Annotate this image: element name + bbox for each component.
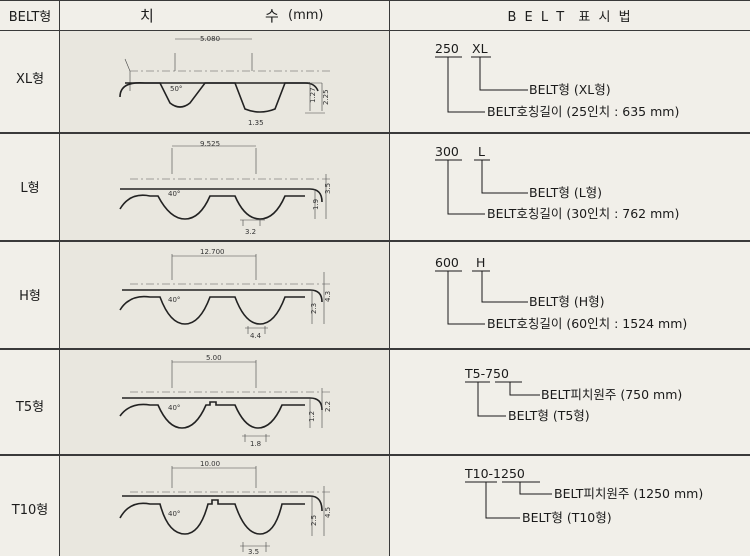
grid-col2: [389, 0, 390, 556]
dim-width-t5: 1.8: [250, 440, 261, 448]
header-dim-char1: 치: [140, 6, 154, 25]
dim-depth-xl: 1.27: [309, 87, 317, 103]
notation-t5: T5-750 BELT피치원주 (750 mm) BELT형 (T5형): [464, 366, 682, 423]
notation-t10: T10-1250 BELT피치원주 (1250 mm) BELT형 (T10형): [464, 466, 703, 525]
notation-h: 600 H BELT형 (H형) BELT호칭길이 (60인치 : 1524 m…: [435, 255, 687, 331]
note-type-t10: BELT형 (T10형): [522, 510, 612, 525]
code-type-xl: XL: [472, 41, 488, 56]
dim-width-l: 3.2: [245, 228, 256, 236]
dim-pitch-l: 9.525: [200, 140, 220, 148]
dim-depth-t10: 2.5: [310, 515, 318, 526]
dim-angle-t10: 40°: [168, 510, 180, 518]
note-type-t5: BELT형 (T5형): [508, 408, 590, 423]
notation-xl: 250 XL BELT형 (XL형) BELT호칭길이 (25인치 : 635 …: [435, 41, 679, 119]
notation-l: 300 L BELT형 (L형) BELT호칭길이 (30인치 : 762 mm…: [435, 144, 679, 221]
note-pitch-t10: BELT피치원주 (1250 mm): [554, 486, 703, 501]
row-bg-t10: [60, 456, 390, 556]
grid-top: [0, 0, 750, 1]
header-notation: B E L T 표 시 법: [507, 9, 633, 25]
code-t5: T5-750: [464, 366, 509, 381]
note-length-xl: BELT호칭길이 (25인치 : 635 mm): [487, 104, 679, 119]
type-label-t10: T10형: [11, 503, 49, 518]
header-belt-type: BELT형: [8, 9, 52, 25]
type-label-l: L형: [20, 181, 40, 196]
code-length-h: 600: [435, 255, 459, 270]
dim-angle-l: 40°: [168, 190, 180, 198]
dim-height-l: 3.5: [324, 183, 332, 194]
belt-drawing-xl: 5.080 50° 2.25 1.27 1.35: [119, 35, 330, 127]
dim-width-xl: 1.35: [248, 119, 264, 127]
grid-col1: [59, 0, 60, 556]
code-type-h: H: [476, 255, 485, 270]
type-label-t5: T5형: [15, 400, 45, 415]
note-length-h: BELT호칭길이 (60인치 : 1524 mm): [487, 316, 687, 331]
type-label-xl: XL형: [15, 72, 45, 87]
type-label-h: H형: [19, 289, 41, 304]
dim-angle-xl: 50°: [170, 85, 182, 93]
dim-width-t10: 3.5: [248, 548, 259, 556]
dim-depth-t5: 1.2: [308, 411, 316, 422]
code-length-xl: 250: [435, 41, 459, 56]
dim-depth-h: 2.3: [310, 303, 318, 314]
dim-pitch-t5: 5.00: [206, 354, 222, 362]
note-type-h: BELT형 (H형): [529, 294, 604, 309]
row-bg-xl: [60, 31, 390, 132]
grid-row1: [0, 132, 750, 134]
grid-row4: [0, 454, 750, 456]
belt-drawing-t10: 10.00 40° 4.5 2.5 3.5: [119, 460, 332, 556]
belt-drawing-l: 9.525 40° 3.5 1.9 3.2: [119, 140, 332, 236]
belt-drawing-t5: 5.00 40° 2.2 1.2 1.8: [119, 354, 332, 448]
grid-header-bottom: [0, 30, 750, 31]
grid-row3: [0, 348, 750, 350]
header-dimensions: 치 수 (mm): [60, 0, 390, 30]
dim-angle-h: 40°: [168, 296, 180, 304]
dim-height-t10: 4.5: [324, 507, 332, 518]
note-type-l: BELT형 (L형): [529, 185, 602, 200]
row-bg-h: [60, 242, 390, 348]
code-t10: T10-1250: [464, 466, 525, 481]
code-type-l: L: [478, 144, 485, 159]
grid-row2: [0, 240, 750, 242]
dim-height-t5: 2.2: [324, 401, 332, 412]
code-length-l: 300: [435, 144, 459, 159]
dim-depth-l: 1.9: [312, 199, 320, 210]
note-type-xl: BELT형 (XL형): [529, 82, 611, 97]
dim-pitch-xl: 5.080: [200, 35, 220, 43]
header-dim-char2: 수: [265, 6, 279, 25]
note-pitch-t5: BELT피치원주 (750 mm): [541, 387, 682, 402]
row-bg-t5: [60, 350, 390, 454]
dim-height-h: 4.3: [324, 291, 332, 302]
dim-height-xl: 2.25: [322, 89, 330, 105]
belt-drawing-h: 12.700 40° 4.3 2.3 4.4: [119, 248, 332, 340]
dim-pitch-h: 12.700: [200, 248, 225, 256]
header-dim-unit: (mm): [288, 7, 324, 23]
dim-width-h: 4.4: [250, 332, 262, 340]
note-length-l: BELT호칭길이 (30인치 : 762 mm): [487, 206, 679, 221]
row-bg-l: [60, 134, 390, 240]
dim-angle-t5: 40°: [168, 404, 180, 412]
dim-pitch-t10: 10.00: [200, 460, 220, 468]
